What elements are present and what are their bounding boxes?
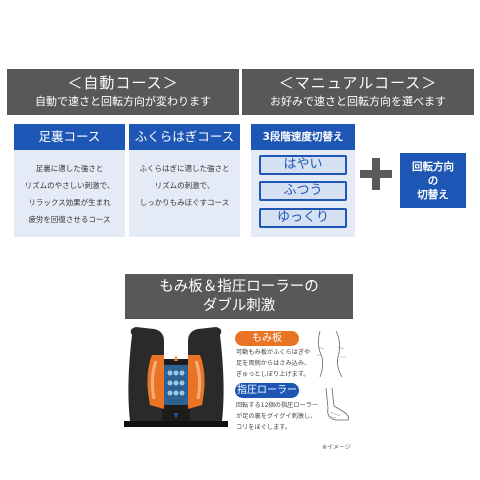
desc-line: コリをほぐします。 <box>236 424 292 431</box>
massager-device-image <box>124 325 228 427</box>
kneading-plate-label: もみ板 <box>235 331 299 346</box>
manual-course-title: ＜マニュアルコース＞ <box>278 74 438 92</box>
desc-line: 疲労を回復させるコース <box>28 215 111 224</box>
desc-line: 可動もみ板がふくらはぎや <box>236 349 311 356</box>
auto-course-header: ＜自動コース＞ 自動で速さと回転方向が変わります <box>7 69 239 115</box>
direction-line: 切替え <box>417 188 449 201</box>
manual-course-header: ＜マニュアルコース＞ お好みで速さと回転方向を選べます <box>242 69 474 115</box>
manual-course-subtitle: お好みで速さと回転方向を選べます <box>270 95 446 108</box>
direction-line: の <box>427 174 439 187</box>
calf-course-title: ふくらはぎコース <box>129 124 240 150</box>
speed-slow-option: ゆっくり <box>259 208 347 228</box>
speed-select-title: 3段階速度切替え <box>251 124 355 150</box>
direction-line: 回転方向 <box>412 160 454 173</box>
desc-line: 足裏に適した強さと <box>35 164 104 173</box>
foot-figure-icon <box>325 387 349 421</box>
speed-select-card: 3段階速度切替え はやい ふつう ゆっくり <box>251 124 355 237</box>
auto-course-subtitle: 自動で速さと回転方向が変わります <box>35 95 211 108</box>
kneading-plate-description: 可動もみ板がふくらはぎや 足を両側からはさみ込み、 ぎゅっとしぼり上げます。 <box>236 347 322 380</box>
desc-line: リラックス効果が生まれ <box>28 198 111 207</box>
desc-line: 回転する12個の指圧ローラー <box>236 402 319 409</box>
shiatsu-roller-description: 回転する12個の指圧ローラー が足の裏をグイグイ刺激し、 コリをほぐします。 <box>236 400 322 433</box>
direction-switch-box: 回転方向 の 切替え <box>400 153 466 208</box>
foot-course-card: 足裏コース 足裏に適した強さと リズムのやさしい刺激で、 リラックス効果が生まれ… <box>14 124 125 237</box>
speed-normal-option: ふつう <box>259 181 347 201</box>
calf-figure-icon <box>316 330 346 378</box>
foot-course-description: 足裏に適した強さと リズムのやさしい刺激で、 リラックス効果が生まれ 疲労を回復… <box>14 150 125 228</box>
desc-line: 足を両側からはさみ込み、 <box>236 360 311 367</box>
feature-header: もみ板＆指圧ローラーの ダブル刺激 <box>125 274 353 319</box>
speed-fast-option: はやい <box>259 155 347 175</box>
desc-line: が足の裏をグイグイ刺激し、 <box>236 413 317 420</box>
plus-icon <box>360 158 392 190</box>
shiatsu-roller-label: 指圧ローラー <box>235 383 299 398</box>
auto-course-title: ＜自動コース＞ <box>67 74 179 92</box>
calf-course-description: ふくらはぎに適した強さと リズムの刺激で、 しっかりもみほぐすコース <box>129 150 240 211</box>
desc-line: ぎゅっとしぼり上げます。 <box>236 371 310 378</box>
feature-title-line: もみ板＆指圧ローラーの <box>159 279 319 295</box>
desc-line: ふくらはぎに適した強さと <box>139 164 230 173</box>
desc-line: リズムの刺激で、 <box>154 181 215 190</box>
desc-line: しっかりもみほぐすコース <box>139 198 230 207</box>
calf-course-card: ふくらはぎコース ふくらはぎに適した強さと リズムの刺激で、 しっかりもみほぐす… <box>129 124 240 237</box>
foot-course-title: 足裏コース <box>14 124 125 150</box>
image-note: ※イメージ <box>322 444 351 451</box>
feature-title-line: ダブル刺激 <box>202 298 276 314</box>
desc-line: リズムのやさしい刺激で、 <box>24 181 115 190</box>
